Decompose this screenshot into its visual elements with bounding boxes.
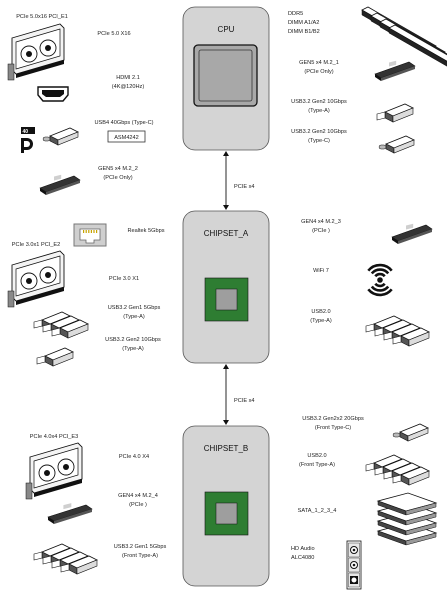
connection-label: SATA_1_2_3_4 — [298, 508, 337, 514]
chipset-b-die-core — [215, 502, 238, 525]
chip-title: CHIPSET_B — [204, 444, 248, 453]
connection-label: ALC4080 — [291, 555, 314, 561]
chipset-a-die-core — [215, 288, 238, 311]
usb-type-c-icon — [42, 127, 79, 146]
connections-layer — [223, 151, 229, 425]
usb-type-c-icon — [378, 135, 415, 154]
connection-label: (Type-C) — [308, 138, 330, 144]
connection-label: (Type-A) — [123, 314, 145, 320]
gpu-card-icon — [7, 23, 65, 81]
usb-type-a-icon — [60, 555, 98, 575]
device-label: PCIe 3.0x1 PCI_E2 — [12, 242, 61, 248]
connection-label: (4K@120Hz) — [112, 84, 145, 90]
m2-ssd-icon — [374, 60, 416, 81]
thunderbolt-displayport-icon: 40 — [21, 127, 35, 153]
ddr5-dimm-icon — [361, 6, 447, 67]
connection-label: PCIe 4.0 X4 — [119, 454, 149, 460]
device-icons-layer: 40 — [7, 6, 447, 590]
connection-label: WiFi 7 — [313, 268, 329, 274]
link-label: PCIE x4 — [234, 398, 255, 404]
gpu-card-icon — [7, 250, 65, 308]
connection-label: PCIe 5.0 X16 — [97, 31, 130, 37]
connection-label: GEN4 x4 M.2_3 — [301, 219, 341, 225]
sata-drive-icon — [376, 492, 438, 546]
usb-type-a-icon — [392, 327, 430, 347]
device-label: PCIe 5.0x16 PCI_E1 — [16, 14, 68, 20]
connection-label: USB2.0 — [311, 309, 330, 315]
connection-label: USB3.2 Gen2x2 20Gbps — [302, 416, 364, 422]
chips-layer: CPU CHIPSET_A CHIPSET_B — [182, 6, 270, 587]
hdmi-port-icon — [37, 86, 69, 102]
gpu-card-icon — [25, 442, 83, 500]
connection-label: PCIe 3.0 X1 — [109, 276, 139, 282]
connection-label: (Type-A) — [310, 318, 332, 324]
cpu-die-inner — [198, 49, 253, 102]
cpu-block: CPU — [182, 6, 270, 151]
connection-label: USB4 40Gbps (Type-C) — [94, 120, 153, 126]
usb-type-a-icon — [376, 103, 414, 123]
usb-type-a-icon — [36, 347, 74, 367]
connection-label: DDR5 — [288, 11, 303, 17]
bridge-box — [107, 130, 146, 143]
m2-ssd-icon — [47, 503, 93, 524]
connection-label: (Type-A) — [308, 108, 330, 114]
connection-label: USB3.2 Gen1 5Gbps — [108, 305, 161, 311]
connection-label: (Front Type-A) — [122, 553, 158, 559]
chip-title: CHIPSET_A — [204, 229, 249, 238]
connection-label: (Front Type-A) — [299, 462, 335, 468]
connection-label: (PCIe Only) — [103, 175, 132, 181]
connection-label: Realtek 5Gbps — [127, 228, 164, 234]
connection-label: (PCIe ) — [129, 502, 147, 508]
connection-label: USB3.2 Gen1 5Gbps — [114, 544, 167, 550]
asm4242-bridge: ASM4242 — [107, 130, 146, 143]
connection-label: USB3.2 Gen2 10Gbps — [105, 337, 161, 343]
connection-label: (PCIe ) — [312, 228, 330, 234]
chipset-a-die — [204, 277, 249, 322]
connection-label: USB3.2 Gen2 10Gbps — [291, 129, 347, 135]
connection-label: DIMM B1/B2 — [288, 29, 320, 35]
connection-label: DIMM A1/A2 — [288, 20, 319, 26]
connection-label: GEN5 x4 M.2_2 — [98, 166, 138, 172]
connection-label: (PCIe Only) — [304, 69, 333, 75]
svg-text:40: 40 — [23, 129, 29, 135]
bridge-label: ASM4242 — [114, 135, 139, 141]
connection-label: GEN4 x4 M.2_4 — [118, 493, 158, 499]
connection-label: (Type-A) — [122, 346, 144, 352]
m2-ssd-icon — [391, 223, 433, 244]
connection-label: HDMI 2.1 — [116, 75, 140, 81]
device-label: PCIe 4.0x4 PCI_E3 — [30, 434, 79, 440]
ethernet-port-icon — [73, 223, 107, 247]
wifi-icon — [367, 263, 393, 297]
usb-type-a-icon — [51, 319, 89, 339]
chipset-a-block: CHIPSET_A — [182, 210, 270, 364]
connection-label: (Front Type-C) — [315, 425, 351, 431]
chipset-b-block: CHIPSET_B — [182, 425, 270, 587]
usb-type-c-icon — [392, 423, 429, 442]
chipset-a-b-link — [223, 364, 229, 425]
connection-label: HD Audio — [291, 546, 315, 552]
connection-label: GEN5 x4 M.2_1 — [299, 60, 339, 66]
connection-label: USB3.2 Gen2 10Gbps — [291, 99, 347, 105]
link-label: PCIE x4 — [234, 184, 255, 190]
connection-label: USB2.0 — [307, 453, 326, 459]
usb-type-a-icon — [392, 466, 430, 486]
m2-ssd-icon — [39, 174, 81, 195]
cpu-chipset-a-link — [223, 151, 229, 210]
chip-title: CPU — [218, 25, 235, 34]
audio-jack-icon — [346, 540, 362, 590]
